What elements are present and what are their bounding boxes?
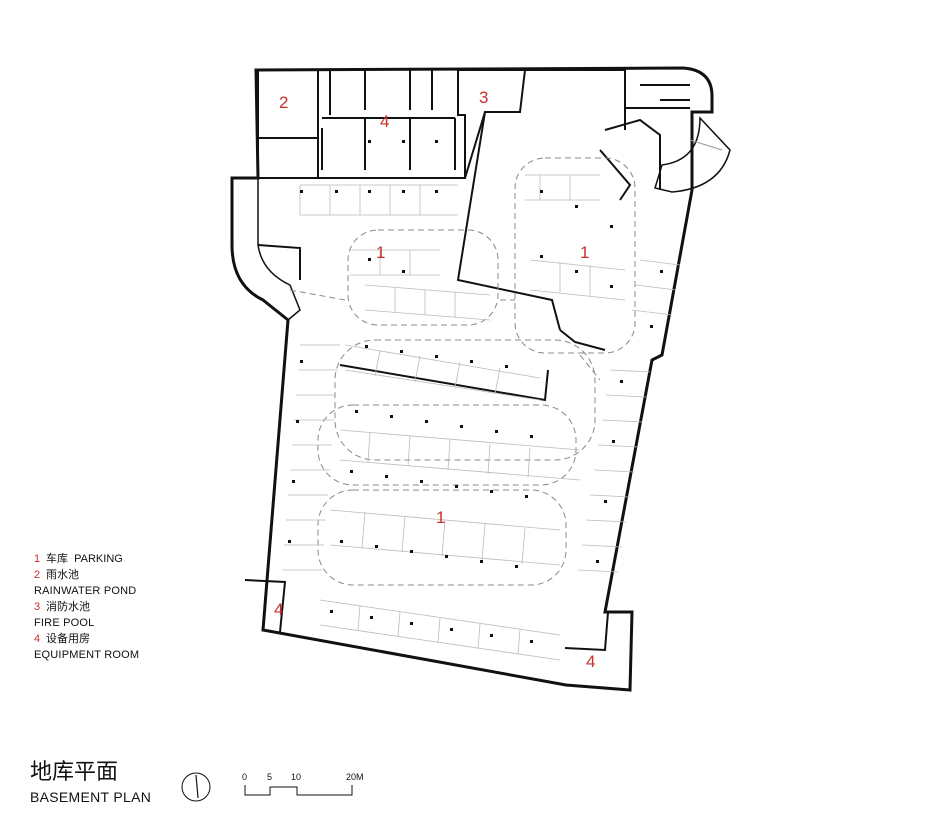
legend-number: 2 bbox=[34, 569, 41, 581]
parking-stalls bbox=[282, 174, 681, 661]
legend-number: 3 bbox=[34, 601, 41, 613]
legend-number: 1 bbox=[34, 553, 41, 565]
building-outline bbox=[230, 66, 714, 692]
ramp-top-right bbox=[654, 116, 731, 193]
legend: 1 车库 PARKING 2 雨水池 RAINWATER POND 3 消防水池 FI… bbox=[34, 551, 139, 663]
scale-bar: 0 5 10 20M bbox=[242, 772, 364, 796]
label-rainwater-pond: 2 bbox=[279, 93, 288, 112]
legend-en: FIRE POOL bbox=[34, 617, 95, 629]
label-equipment-right: 4 bbox=[586, 652, 595, 671]
legend-item-rainwater-pond: 2 雨水池 bbox=[34, 567, 139, 583]
legend-en: RAINWATER POND bbox=[34, 585, 137, 597]
legend-cn: 雨水池 bbox=[46, 569, 79, 581]
north-arrow-icon bbox=[181, 772, 211, 802]
label-parking-main: 1 bbox=[436, 508, 445, 527]
legend-cn: 设备用房 bbox=[46, 633, 90, 645]
scale-tick-0: 0 bbox=[242, 772, 247, 782]
label-parking-north-west: 1 bbox=[376, 243, 385, 262]
ramp-left bbox=[231, 177, 301, 321]
legend-en: PARKING bbox=[74, 553, 123, 565]
plan-title-cn: 地库平面 bbox=[30, 760, 119, 785]
label-equipment-left: 4 bbox=[274, 600, 283, 619]
scale-tick-5: 5 bbox=[267, 772, 272, 782]
label-parking-north-east: 1 bbox=[580, 243, 589, 262]
legend-cn: 消防水池 bbox=[46, 601, 90, 613]
drive-aisles bbox=[289, 157, 636, 586]
legend-item-fire-pool: 3 消防水池 bbox=[34, 599, 139, 615]
interior-walls bbox=[244, 111, 661, 652]
scale-tick-10: 10 bbox=[291, 772, 301, 782]
structural-columns bbox=[288, 140, 663, 643]
legend-en: EQUIPMENT ROOM bbox=[34, 649, 140, 661]
legend-number: 4 bbox=[34, 633, 41, 645]
scale-tick-20: 20M bbox=[346, 772, 364, 782]
legend-item-equipment-room: 4 设备用房 bbox=[34, 631, 139, 647]
legend-cn: 车库 bbox=[46, 553, 68, 565]
label-fire-pool: 3 bbox=[479, 88, 488, 107]
label-equipment-top: 4 bbox=[380, 112, 389, 131]
legend-item-parking: 1 车库 PARKING bbox=[34, 551, 139, 567]
plan-title-en: BASEMENT PLAN bbox=[30, 789, 152, 805]
top-rooms bbox=[257, 69, 690, 179]
